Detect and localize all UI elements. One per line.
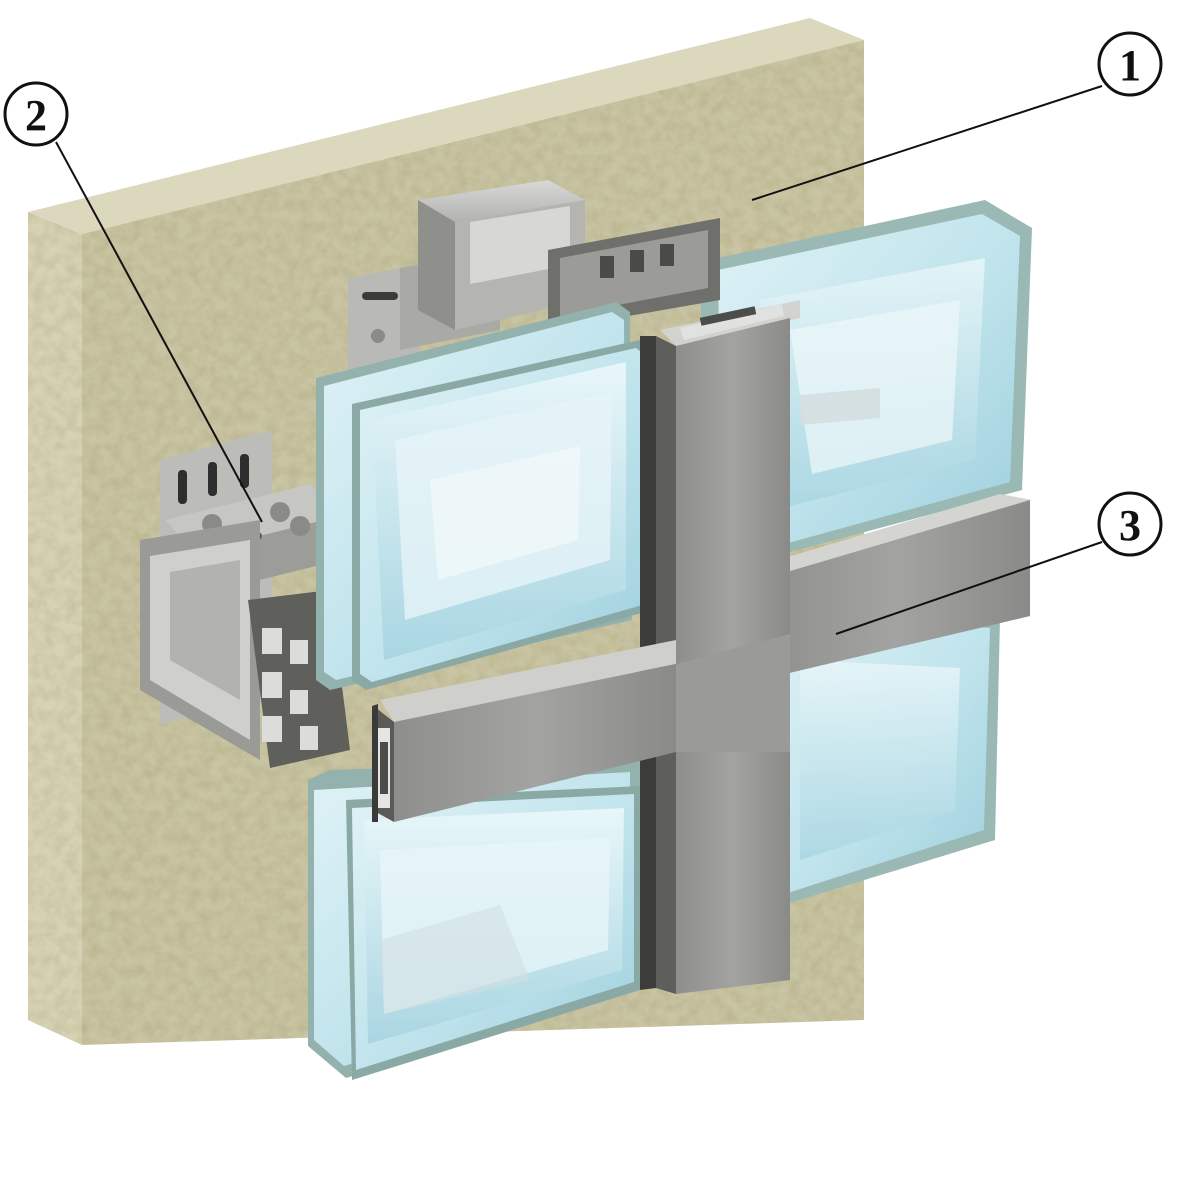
callout-2: 2 [3,81,263,523]
callout-2-circle [3,81,69,147]
wall-top-face [28,18,864,234]
glass-unit-lower-left [308,760,640,1080]
callout-3-circle [1097,491,1163,557]
callout-1-circle [1097,31,1163,97]
callout-3-leader [835,541,1103,635]
pressure-cap-cross [372,300,1032,994]
callout-2-leader [55,141,263,523]
upper-mullion-stub [418,180,720,330]
callout-1-leader [751,85,1103,201]
callout-3-label: 3 [1119,501,1141,550]
glass-unit-lower-right [760,600,1000,912]
glass-unit-upper-left [316,302,652,690]
lower-mullion-stub [140,520,350,768]
callout-3: 3 [835,491,1163,635]
callout-2-label: 2 [25,91,47,140]
wall-side-face [28,212,82,1045]
callout-1: 1 [751,31,1163,201]
callout-1-label: 1 [1119,41,1141,90]
